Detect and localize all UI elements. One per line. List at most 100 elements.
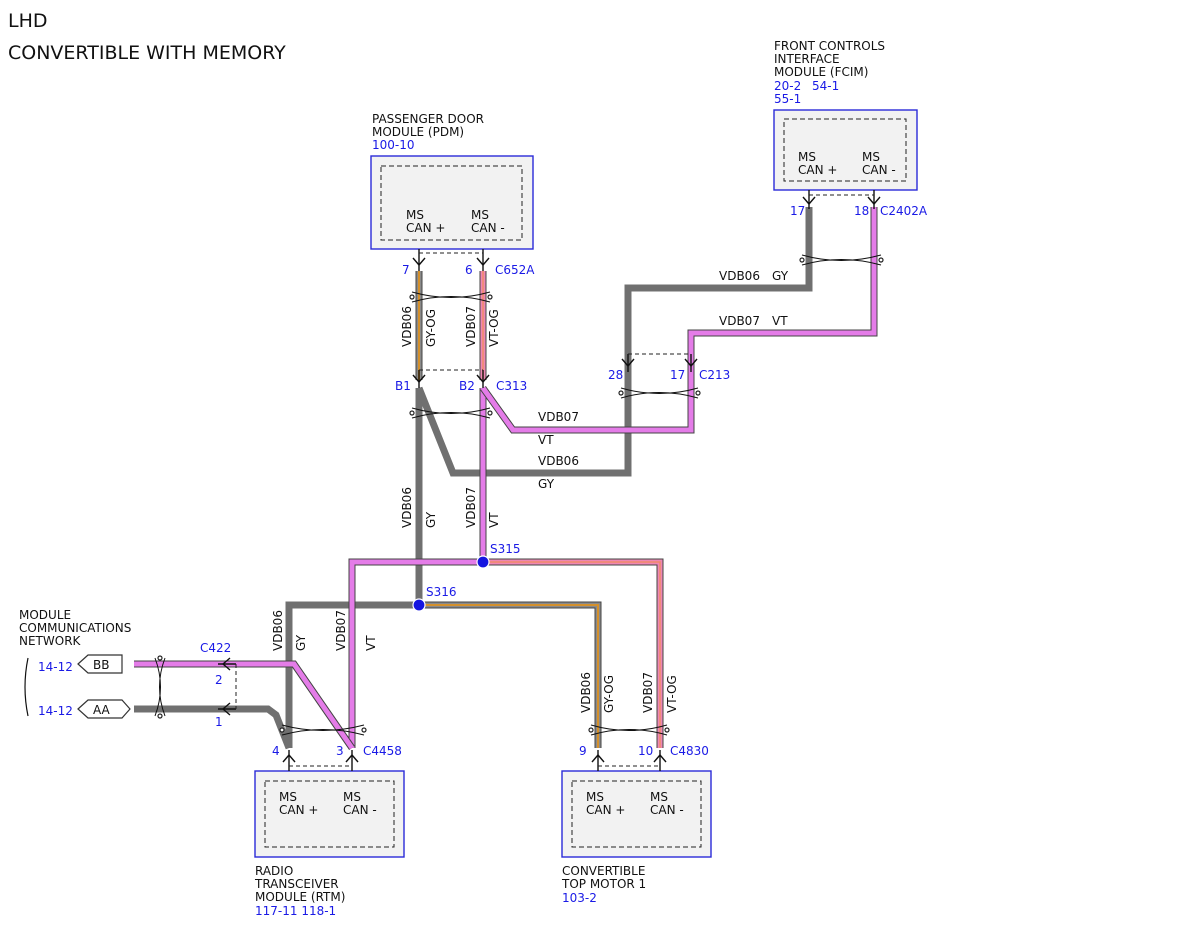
c422-name[interactable]: C422 [200, 641, 231, 655]
ctm-name-line2: TOP MOTOR 1 [561, 877, 646, 891]
rtm-pin-plus-line1: MS [279, 790, 297, 804]
vlabel-ctm-gy-og-circuit: VDB06 [579, 672, 593, 713]
wire-label-mid-gy-color: GY [538, 477, 555, 491]
rtm-ref[interactable]: 117-11 118-1 [255, 904, 336, 918]
rtm-name-line1: RADIO [255, 864, 293, 878]
fcim-name-line3: MODULE (FCIM) [774, 65, 868, 79]
rtm-module[interactable] [254, 770, 405, 858]
tag-bb-shape[interactable] [77, 654, 123, 674]
network-ref-bb[interactable]: 14-12 [38, 660, 73, 674]
connector-arrows [218, 190, 881, 771]
splice-s315-label[interactable]: S315 [490, 542, 521, 556]
rtm-pin-minus-line2: CAN - [343, 803, 377, 817]
ctm-ref[interactable]: 103-2 [562, 891, 597, 905]
c422-pin-2: 2 [215, 673, 223, 687]
vlabel-pdm-vt-og-circuit: VDB07 [464, 306, 478, 347]
ctm-inner [571, 780, 702, 848]
header-title: CONVERTIBLE WITH MEMORY [8, 42, 286, 64]
twist-markers [154, 254, 884, 736]
vlabel-ctm-gy-og-color: GY-OG [602, 675, 616, 713]
c652a-pin-7: 7 [402, 263, 410, 277]
wire-vt-group[interactable] [134, 207, 878, 750]
network-tags [24, 654, 131, 719]
c213-pin-28: 28 [608, 368, 623, 382]
wire-vt-og-group[interactable] [479, 271, 664, 748]
rtm-inner [264, 780, 395, 848]
pdm-pin-minus-line2: CAN - [471, 221, 505, 235]
rtm-pin-plus-line2: CAN + [279, 803, 318, 817]
wire-label-fcim-vt-color: VT [772, 314, 788, 328]
pdm-pin-plus-line1: MS [406, 208, 424, 222]
c652a-pin-6: 6 [465, 263, 473, 277]
vlabel-trunk-gy-circuit: VDB06 [400, 487, 414, 528]
ctm-pin-plus-line1: MS [586, 790, 604, 804]
fcim-ref-3[interactable]: 55-1 [774, 92, 801, 106]
tag-aa-label: AA [93, 703, 111, 717]
network-title-line3: NETWORK [19, 634, 82, 648]
c313-pin-b1: B1 [395, 379, 411, 393]
pdm-inner [380, 165, 523, 241]
ctm-box[interactable] [561, 770, 712, 858]
wire-label-mid-vt-circuit: VDB07 [538, 410, 579, 424]
network-ref-aa[interactable]: 14-12 [38, 704, 73, 718]
splice-s316[interactable] [412, 598, 426, 612]
wire-label-fcim-vt-circuit: VDB07 [719, 314, 760, 328]
rtm-box[interactable] [254, 770, 405, 858]
vlabel-pdm-gy-og-color: GY-OG [424, 309, 438, 347]
c313-name[interactable]: C313 [496, 379, 527, 393]
c4458-pin-3: 3 [336, 744, 344, 758]
fcim-pin-minus-line1: MS [862, 150, 880, 164]
c422-pin-1: 1 [215, 715, 223, 729]
vlabel-rtm-vt-color: VT [364, 635, 378, 651]
vlabel-ctm-vt-og-color: VT-OG [665, 675, 679, 713]
fcim-pin-minus-line2: CAN - [862, 163, 896, 177]
c213-pin-17: 17 [670, 368, 685, 382]
fcim-pin-plus-line1: MS [798, 150, 816, 164]
vlabel-trunk-vt-color: VT [487, 512, 501, 528]
wire-gy-og-group[interactable] [415, 271, 602, 748]
fcim-name-line1: FRONT CONTROLS [774, 39, 885, 53]
pdm-name-line2: MODULE (PDM) [372, 125, 464, 139]
c4458-name[interactable]: C4458 [363, 744, 402, 758]
c4830-pin-10: 10 [638, 744, 653, 758]
c652a-name[interactable]: C652A [495, 263, 535, 277]
fcim-ref-2[interactable]: 54-1 [812, 79, 839, 93]
vlabel-ctm-vt-og-circuit: VDB07 [641, 672, 655, 713]
tag-aa-shape[interactable] [77, 699, 131, 719]
pdm-box[interactable] [370, 155, 534, 250]
rtm-name-line3: MODULE (RTM) [255, 890, 345, 904]
pdm-module[interactable] [370, 155, 534, 250]
fcim-box[interactable] [773, 109, 918, 191]
vlabel-rtm-gy-color: GY [294, 634, 308, 651]
pdm-pin-minus-line1: MS [471, 208, 489, 222]
ctm-module[interactable] [561, 770, 712, 858]
c213-name[interactable]: C213 [699, 368, 730, 382]
splice-s316-label[interactable]: S316 [426, 585, 457, 599]
pdm-pin-plus-line2: CAN + [406, 221, 445, 235]
c4830-name[interactable]: C4830 [670, 744, 709, 758]
vlabel-trunk-gy-color: GY [424, 511, 438, 528]
splice-s315[interactable] [476, 555, 490, 569]
fcim-ref-1[interactable]: 20-2 [774, 79, 801, 93]
network-title-line1: MODULE [19, 608, 71, 622]
ctm-pin-minus-line1: MS [650, 790, 668, 804]
vlabel-pdm-gy-og-circuit: VDB06 [400, 306, 414, 347]
ctm-pin-minus-line2: CAN - [650, 803, 684, 817]
vlabel-rtm-vt-circuit: VDB07 [334, 610, 348, 651]
c2402a-name[interactable]: C2402A [880, 204, 928, 218]
fcim-module[interactable] [773, 109, 918, 191]
vlabel-rtm-gy-circuit: VDB06 [271, 610, 285, 651]
c2402a-pin-17: 17 [790, 204, 805, 218]
c313-pin-b2: B2 [459, 379, 475, 393]
fcim-name-line2: INTERFACE [774, 52, 840, 66]
header-lhd: LHD [8, 10, 48, 32]
wire-label-mid-vt-color: VT [538, 433, 554, 447]
fcim-pin-plus-line2: CAN + [798, 163, 837, 177]
ctm-name-line1: CONVERTIBLE [562, 864, 645, 878]
pdm-ref[interactable]: 100-10 [372, 138, 415, 152]
tag-bb-label: BB [93, 658, 109, 672]
ctm-pin-plus-line2: CAN + [586, 803, 625, 817]
vlabel-pdm-vt-og-color: VT-OG [487, 309, 501, 347]
wire-label-fcim-gy-color: GY [772, 269, 789, 283]
